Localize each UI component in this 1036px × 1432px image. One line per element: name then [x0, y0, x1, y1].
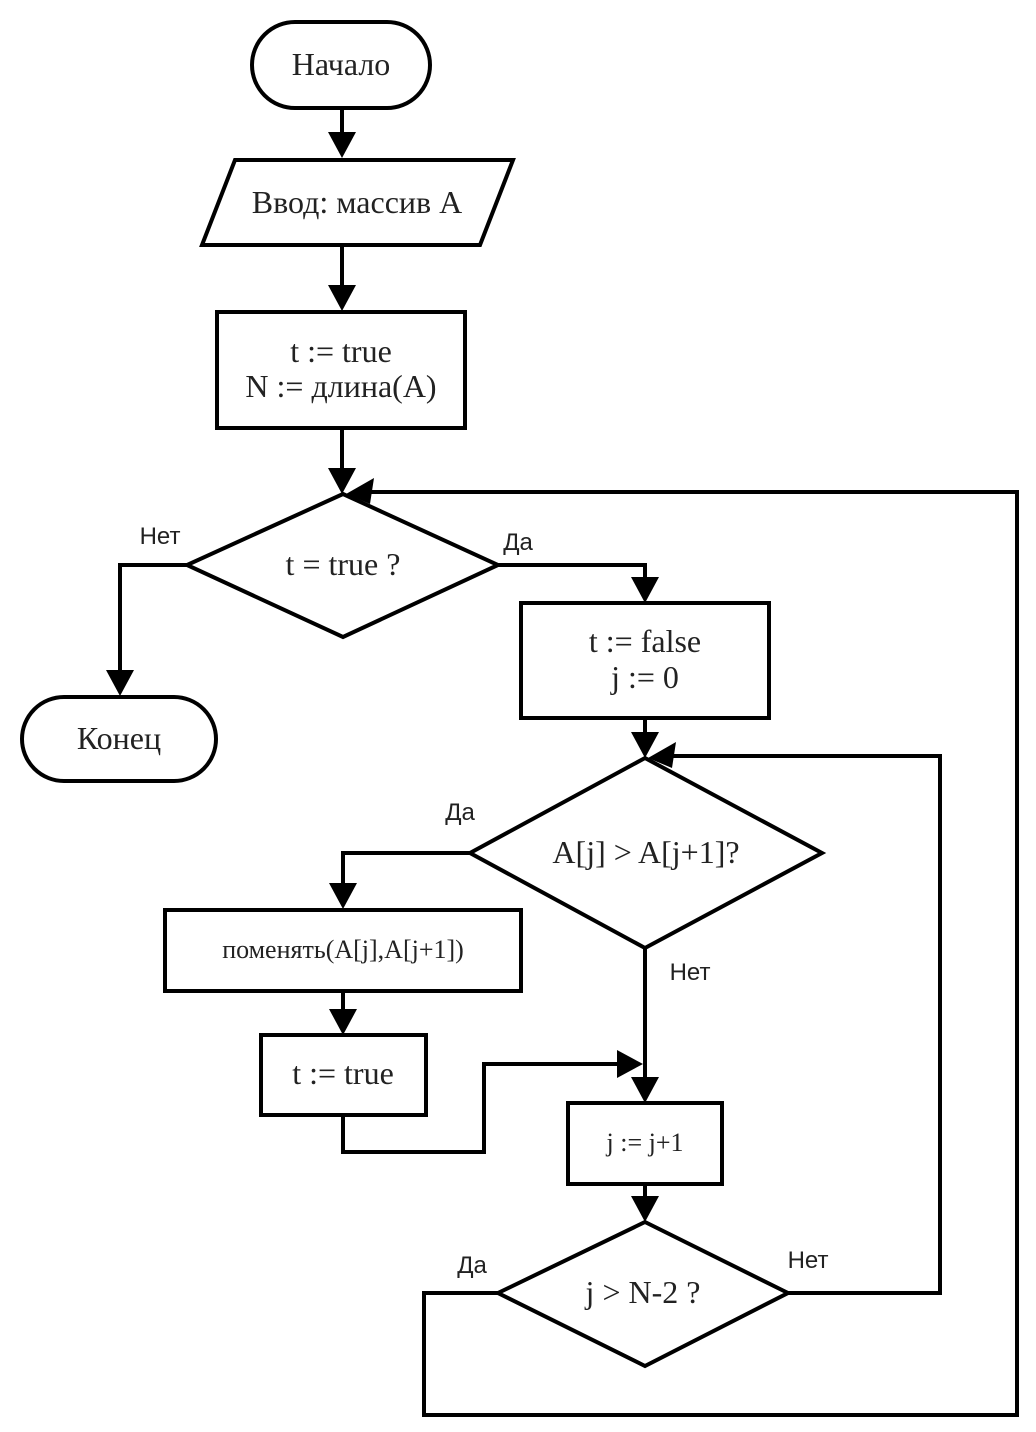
edge-label-cond-t-no: Нет: [140, 523, 181, 550]
arrowhead-icon: [631, 1196, 659, 1222]
terminal-shape: [20, 695, 218, 783]
arrowhead-icon: [106, 670, 134, 696]
decision-shape: [493, 1219, 793, 1369]
node-cond-j-label: j > N-2 ?: [585, 1274, 701, 1310]
node-cond-t-label: t = true ?: [286, 546, 401, 582]
decision-shape: [465, 755, 827, 951]
edge-cond-cmp-yes-swap: [341, 851, 470, 886]
arrowhead-icon: [329, 883, 357, 909]
node-init-line-1: t := true: [290, 333, 392, 369]
arrowhead-icon: [328, 468, 356, 494]
edge-label-cond-t-yes: Да: [503, 529, 533, 556]
node-set-t-label: t := true: [292, 1055, 394, 1091]
process-shape: [163, 908, 523, 993]
decision-shape: [182, 491, 503, 640]
node-init[interactable]: t := true N := длина(A): [215, 310, 467, 430]
node-cond-cmp-label: A[j] > A[j+1]?: [552, 834, 739, 870]
node-cond-t[interactable]: t = true ?: [182, 491, 503, 640]
edge-cond-j-yes-loop: [368, 490, 1019, 1417]
process-shape: [215, 310, 467, 430]
connectors: [106, 108, 1019, 1417]
node-end[interactable]: Конец: [20, 695, 218, 783]
node-reset[interactable]: t := false j := 0: [519, 601, 771, 720]
edge-label-cond-j-no: Нет: [788, 1247, 829, 1274]
process-shape: [519, 601, 771, 720]
terminal-shape: [250, 20, 432, 110]
node-cond-j[interactable]: j > N-2 ?: [493, 1219, 793, 1369]
node-init-line-2: N := длина(A): [245, 368, 436, 404]
node-reset-line-1: t := false: [589, 623, 701, 659]
arrowhead-icon: [328, 285, 356, 311]
node-start[interactable]: Начало: [250, 20, 432, 110]
arrowhead-icon: [648, 742, 676, 768]
edge-label-cond-cmp-no: Нет: [670, 959, 711, 986]
process-shape: [259, 1033, 428, 1117]
node-swap[interactable]: поменять(A[j],A[j+1]): [163, 908, 523, 993]
arrowhead-icon: [617, 1050, 643, 1078]
arrowhead-icon: [631, 1077, 659, 1103]
edge-set-t-inc-j: [341, 1062, 620, 1154]
node-inc-j[interactable]: j := j+1: [566, 1101, 724, 1186]
node-input-label: Ввод: массив A: [252, 184, 462, 220]
node-inc-j-label: j := j+1: [606, 1128, 684, 1157]
process-shape: [566, 1101, 724, 1186]
node-cond-cmp[interactable]: A[j] > A[j+1]?: [465, 755, 827, 951]
node-reset-line-2: j := 0: [610, 659, 679, 695]
edge-cond-t-yes-reset: [498, 563, 647, 580]
io-shape: [199, 158, 516, 247]
edge-label-cond-cmp-yes: Да: [445, 799, 475, 826]
arrowhead-icon: [631, 577, 659, 603]
arrowhead-icon: [328, 132, 356, 158]
node-start-label: Начало: [292, 46, 391, 82]
edge-labels: Нет Да Да Нет Да Нет: [140, 523, 829, 1279]
node-swap-label: поменять(A[j],A[j+1]): [222, 935, 464, 964]
arrowhead-icon: [631, 732, 659, 758]
arrowhead-icon: [329, 1009, 357, 1035]
node-end-label: Конец: [77, 720, 161, 756]
arrowhead-icon: [346, 478, 374, 504]
edge-cond-j-no-loop: [670, 754, 942, 1295]
node-input[interactable]: Ввод: массив A: [199, 158, 516, 247]
edge-cond-t-no-end: [118, 563, 187, 672]
node-set-t[interactable]: t := true: [259, 1033, 428, 1117]
edge-label-cond-j-yes: Да: [457, 1252, 487, 1279]
